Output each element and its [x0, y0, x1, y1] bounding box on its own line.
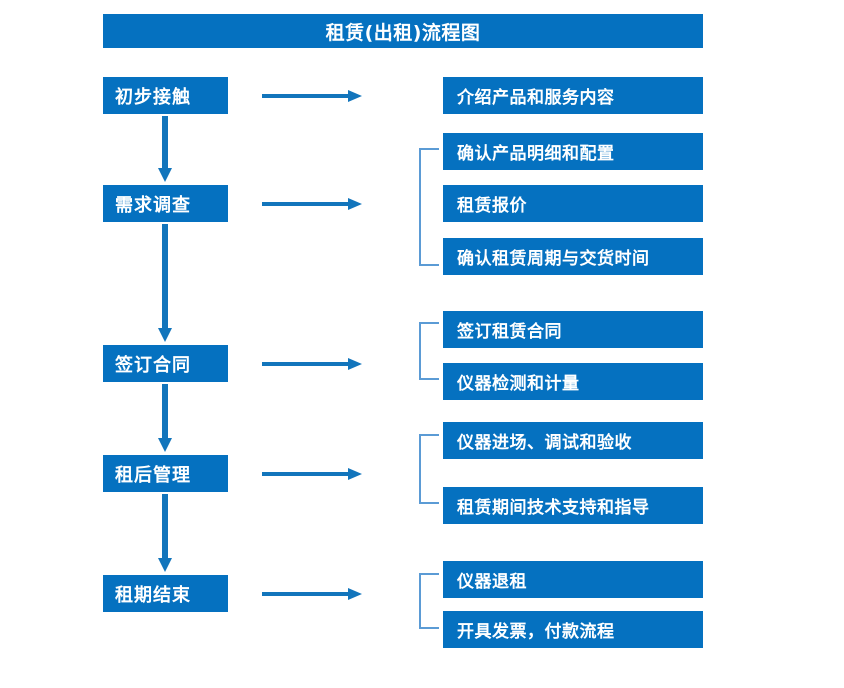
stage-box-4[interactable]: 租后管理 [103, 455, 228, 492]
arrow-right-icon-1 [262, 89, 362, 103]
stage-box-5[interactable]: 租期结束 [103, 575, 228, 612]
group-bracket-5 [419, 573, 439, 629]
detail-label: 开具发票，付款流程 [457, 622, 615, 642]
arrow-down-icon-2 [157, 224, 173, 342]
detail-label: 仪器检测和计量 [457, 374, 580, 394]
detail-box-8[interactable]: 租赁期间技术支持和指导 [443, 487, 703, 524]
detail-box-6[interactable]: 仪器检测和计量 [443, 363, 703, 400]
stage-label: 签订合同 [115, 354, 191, 376]
detail-label: 租赁报价 [457, 196, 527, 216]
arrow-right-icon-3 [262, 357, 362, 371]
stage-label: 租期结束 [115, 584, 191, 606]
detail-label: 仪器退租 [457, 572, 527, 592]
detail-box-2[interactable]: 确认产品明细和配置 [443, 133, 703, 170]
chart-title: 租赁(出租)流程图 [103, 14, 703, 48]
arrow-right-icon-4 [262, 467, 362, 481]
stage-label: 初步接触 [115, 86, 191, 108]
stage-box-3[interactable]: 签订合同 [103, 345, 228, 382]
detail-label: 租赁期间技术支持和指导 [457, 498, 650, 518]
arrow-right-icon-2 [262, 197, 362, 211]
detail-box-1[interactable]: 介绍产品和服务内容 [443, 77, 703, 114]
detail-box-7[interactable]: 仪器进场、调试和验收 [443, 422, 703, 459]
detail-label: 确认租赁周期与交货时间 [457, 249, 650, 269]
group-bracket-2 [419, 148, 439, 266]
stage-label: 需求调查 [115, 194, 191, 216]
group-bracket-3 [419, 322, 439, 380]
detail-box-10[interactable]: 开具发票，付款流程 [443, 611, 703, 648]
detail-label: 介绍产品和服务内容 [457, 88, 615, 108]
group-bracket-4 [419, 434, 439, 504]
detail-box-5[interactable]: 签订租赁合同 [443, 311, 703, 348]
detail-box-4[interactable]: 确认租赁周期与交货时间 [443, 238, 703, 275]
arrow-down-icon-4 [157, 494, 173, 572]
detail-label: 仪器进场、调试和验收 [457, 433, 632, 453]
detail-label: 确认产品明细和配置 [457, 144, 615, 164]
arrow-down-icon-3 [157, 384, 173, 452]
detail-box-9[interactable]: 仪器退租 [443, 561, 703, 598]
arrow-right-icon-5 [262, 587, 362, 601]
stage-box-1[interactable]: 初步接触 [103, 77, 228, 114]
detail-label: 签订租赁合同 [457, 322, 562, 342]
stage-box-2[interactable]: 需求调查 [103, 185, 228, 222]
arrow-down-icon-1 [157, 116, 173, 182]
stage-label: 租后管理 [115, 464, 191, 486]
detail-box-3[interactable]: 租赁报价 [443, 185, 703, 222]
